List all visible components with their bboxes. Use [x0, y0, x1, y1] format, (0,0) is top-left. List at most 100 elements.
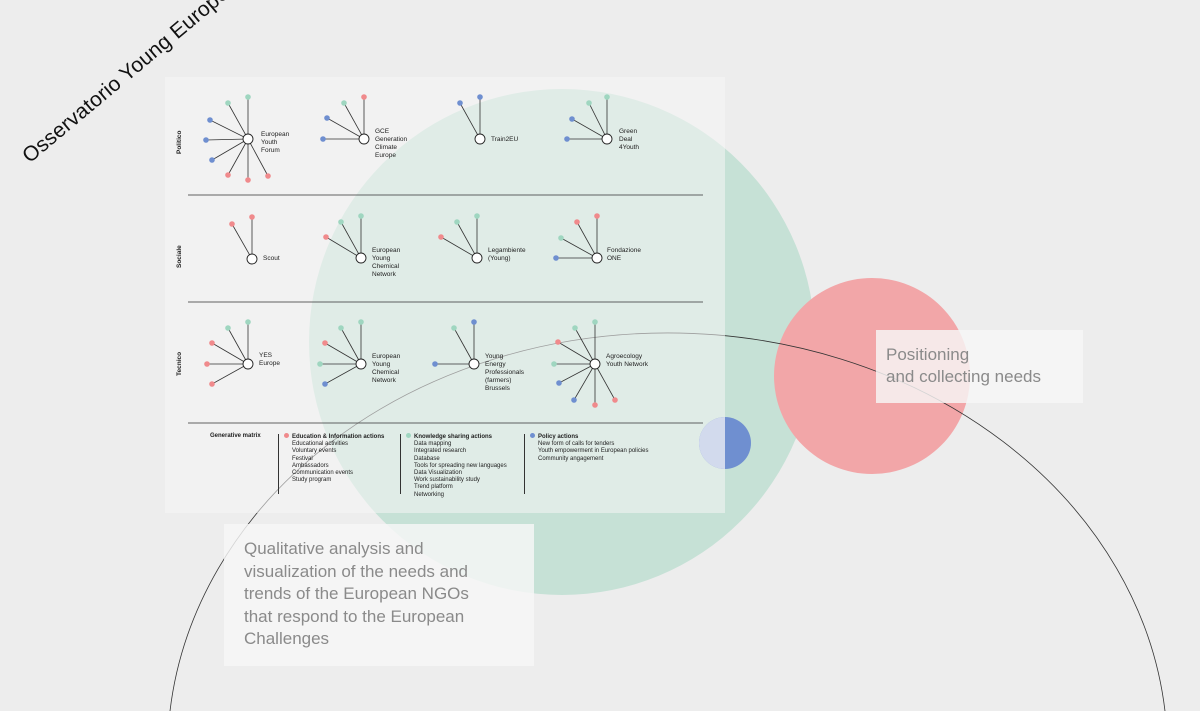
network-edge — [571, 118, 608, 140]
org-label: Fondazione ONE — [607, 247, 641, 262]
legend-group-knowledge: Knowledge sharing actions Data mapping I… — [406, 433, 507, 499]
org-label: Green Deal 4Youth — [619, 128, 640, 151]
network-edge — [576, 221, 598, 259]
legend-item: Youth empowerment in European policies — [538, 448, 649, 455]
action-dot — [454, 219, 460, 225]
legend-divider — [524, 434, 525, 494]
network-edge — [440, 236, 478, 259]
action-dot — [569, 116, 575, 122]
red-circle — [774, 278, 970, 474]
action-dot — [451, 325, 457, 331]
network-edge — [211, 363, 249, 385]
network-edge — [247, 138, 269, 177]
action-dot — [553, 255, 559, 261]
matrix-panel — [165, 77, 725, 513]
action-dot — [586, 100, 592, 106]
action-dot — [551, 361, 557, 367]
network-edge — [588, 102, 608, 140]
org-node — [246, 253, 258, 265]
org-label: Agroecology Youth Network — [606, 353, 649, 368]
network-edge — [459, 102, 481, 140]
action-dot — [322, 381, 328, 387]
legend-group-policy: Policy actions New form of calls for ten… — [530, 433, 649, 463]
org-node — [242, 358, 254, 370]
action-dot — [574, 219, 580, 225]
legend-head: Policy actions — [538, 434, 579, 440]
action-dot — [594, 213, 600, 219]
network-edge — [558, 363, 596, 384]
legend-item: Data Visualization — [414, 470, 462, 477]
legend-divider — [278, 434, 279, 494]
org-node — [242, 133, 254, 145]
qualitative-analysis-box: Qualitative analysis and visualization o… — [224, 524, 534, 666]
action-dot — [358, 319, 364, 325]
action-dot — [358, 213, 364, 219]
legend-title: Generative matrix — [210, 433, 261, 439]
action-dot — [604, 94, 610, 100]
org-node — [355, 358, 367, 370]
org-node — [358, 133, 370, 145]
org-label: European Young Chemical Network — [372, 247, 401, 278]
network-edge — [227, 138, 249, 176]
legend-item: New form of calls for tenders — [538, 441, 615, 448]
network-edge — [574, 327, 596, 365]
action-dot — [361, 94, 367, 100]
network-edge — [594, 363, 616, 401]
legend-item: Work sustainability study — [414, 477, 480, 484]
action-dot — [209, 381, 215, 387]
action-dot — [438, 234, 444, 240]
action-dot — [338, 325, 344, 331]
legend-head: Education & Information actions — [292, 434, 385, 440]
network-edge — [557, 341, 596, 365]
action-dot — [209, 340, 215, 346]
org-node — [589, 358, 601, 370]
org-label: Legambiente (Young) — [488, 247, 526, 262]
legend-head: Knowledge sharing actions — [414, 434, 493, 440]
network-edge — [343, 102, 365, 140]
network-edge — [227, 102, 249, 140]
action-dot — [457, 100, 463, 106]
action-dot — [477, 94, 483, 100]
legend-item: Educational activities — [292, 441, 349, 448]
action-dot — [207, 117, 213, 123]
action-dot — [323, 234, 329, 240]
positioning-box: Positioning and collecting needs — [876, 330, 1083, 403]
education-dot-icon — [284, 433, 289, 438]
action-dot — [592, 402, 598, 408]
action-dot — [564, 136, 570, 142]
legend-item: Networking — [414, 491, 445, 498]
org-node — [591, 252, 603, 264]
legend-divider — [400, 434, 401, 494]
action-dot — [558, 235, 564, 241]
action-dot — [474, 213, 480, 219]
network-edge — [326, 117, 365, 140]
org-node — [474, 133, 486, 145]
network-edge — [456, 221, 478, 259]
action-dot — [341, 100, 347, 106]
network-edge — [325, 236, 362, 259]
network-edge — [453, 327, 475, 365]
action-dot — [204, 361, 210, 367]
network-edge — [205, 138, 249, 141]
network-edge — [231, 223, 253, 260]
row-label-sociale: Sociale — [176, 245, 183, 268]
row-label-politico: Politico — [176, 130, 183, 154]
action-dot — [320, 136, 326, 142]
network-edge — [324, 363, 362, 385]
org-label: European Young Chemical Network — [372, 353, 401, 384]
network-edge — [211, 138, 249, 161]
action-dot — [592, 319, 598, 325]
positioning-text: Positioning and collecting needs — [886, 345, 1042, 386]
action-dot — [338, 219, 344, 225]
legend-item: Trend platform — [414, 484, 453, 491]
org-label: Young Energy Professionals (farmers) Bru… — [485, 353, 525, 392]
org-label: GCE Generation Climate Europe — [375, 128, 408, 159]
action-dot — [317, 361, 323, 367]
action-dot — [249, 214, 255, 220]
action-dot — [225, 325, 231, 331]
legend-item: Study program — [292, 477, 332, 484]
legend-item: Voluntary events — [292, 448, 337, 455]
action-dot — [245, 94, 251, 100]
org-label: Scout — [263, 255, 280, 262]
